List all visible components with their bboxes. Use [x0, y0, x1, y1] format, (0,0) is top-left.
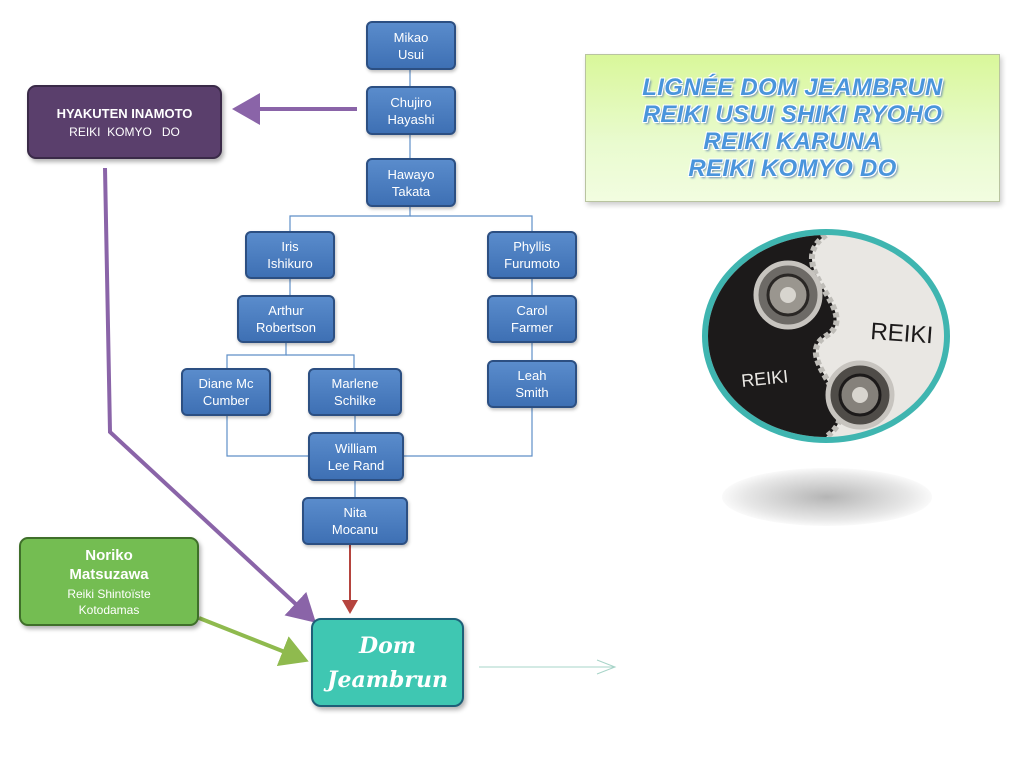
node-line: William: [335, 440, 377, 456]
title-line: REIKI KARUNA: [703, 128, 882, 155]
node-line: Nita: [343, 505, 367, 520]
dom-jeambrun-box: Dom Jeambrun: [311, 618, 464, 707]
node-line: Robertson: [256, 320, 316, 335]
node-line: Smith: [515, 385, 549, 400]
noriko-matsuzawa-box: Noriko Matsuzawa Reiki Shintoïste Kotoda…: [19, 537, 199, 626]
noriko-to-dom-arrow: [198, 616, 309, 667]
faint-arrow: [479, 659, 617, 675]
title-line: REIKI KOMYO DO: [688, 155, 897, 182]
node-line: Mocanu: [331, 522, 379, 537]
node-line: Leah: [517, 368, 547, 383]
node-iris-ishikuro: Iris Ishikuro: [245, 231, 335, 279]
node-nita-mocanu: Nita Mocanu: [302, 497, 408, 545]
node-line: Diane Mc: [198, 376, 254, 391]
node-phyllis-furumoto: Phyllis Furumoto: [487, 231, 577, 279]
logo-word-right: REIKI: [870, 318, 934, 349]
noriko-name-line: Matsuzawa: [69, 565, 149, 583]
node-line: Farmer: [511, 320, 553, 335]
node-line: Marlene: [331, 376, 379, 391]
node-line: Mikao: [393, 29, 429, 45]
logo-word-left: REIKI: [740, 366, 789, 391]
node-leah-smith: Leah Smith: [487, 360, 577, 408]
node-line: Furumoto: [504, 256, 560, 271]
hyakuten-inamoto-box: HYAKUTEN INAMOTO REIKI KOMYO DO: [27, 85, 222, 159]
noriko-subtitle-line: Kotodamas: [78, 602, 140, 617]
logo-shadow: [722, 468, 932, 526]
hyakuten-name: HYAKUTEN INAMOTO: [56, 105, 193, 121]
noriko-name-line: Noriko: [85, 546, 133, 564]
node-line: Phyllis: [513, 239, 551, 254]
node-line: Iris: [281, 239, 299, 254]
noriko-subtitle-line: Reiki Shintoïste: [67, 586, 151, 601]
gear-icon: [753, 260, 823, 330]
node-line: Arthur: [268, 303, 304, 318]
lineage-title-box: LIGNÉE DOM JEAMBRUN REIKI USUI SHIKI RYO…: [585, 54, 1000, 202]
node-line: Ishikuro: [267, 256, 313, 271]
node-carol-farmer: Carol Farmer: [487, 295, 577, 343]
node-line: Lee Rand: [327, 457, 385, 473]
node-line: Schilke: [334, 393, 376, 408]
title-line: LIGNÉE DOM JEAMBRUN: [642, 74, 943, 101]
node-line: Hawayo: [387, 166, 435, 182]
dom-name-line: Jeambrun: [327, 666, 448, 693]
node-mikao-usui: Mikao Usui: [366, 21, 456, 70]
node-line: Carol: [516, 303, 548, 318]
node-william-lee-rand: William Lee Rand: [308, 432, 404, 481]
dom-name-line: Dom: [358, 632, 417, 659]
node-line: Usui: [397, 46, 424, 62]
hyakuten-to-dom-arrow: [103, 167, 316, 623]
hyakuten-subtitle: REIKI KOMYO DO: [69, 124, 180, 139]
gear-icon: [825, 360, 895, 430]
node-diane-mc-cumber: Diane Mc Cumber: [181, 368, 271, 416]
node-chujiro-hayashi: Chujiro Hayashi: [366, 86, 456, 135]
node-arthur-robertson: Arthur Robertson: [237, 295, 335, 343]
node-line: Cumber: [202, 393, 250, 408]
reiki-yin-yang-logo: REIKI REIKI: [702, 229, 950, 443]
node-line: Hayashi: [387, 111, 435, 127]
node-marlene-schilke: Marlene Schilke: [308, 368, 402, 416]
node-line: Takata: [391, 183, 431, 199]
node-line: Chujiro: [390, 94, 432, 110]
title-line: REIKI USUI SHIKI RYOHO: [642, 101, 943, 128]
node-hawayo-takata: Hawayo Takata: [366, 158, 456, 207]
